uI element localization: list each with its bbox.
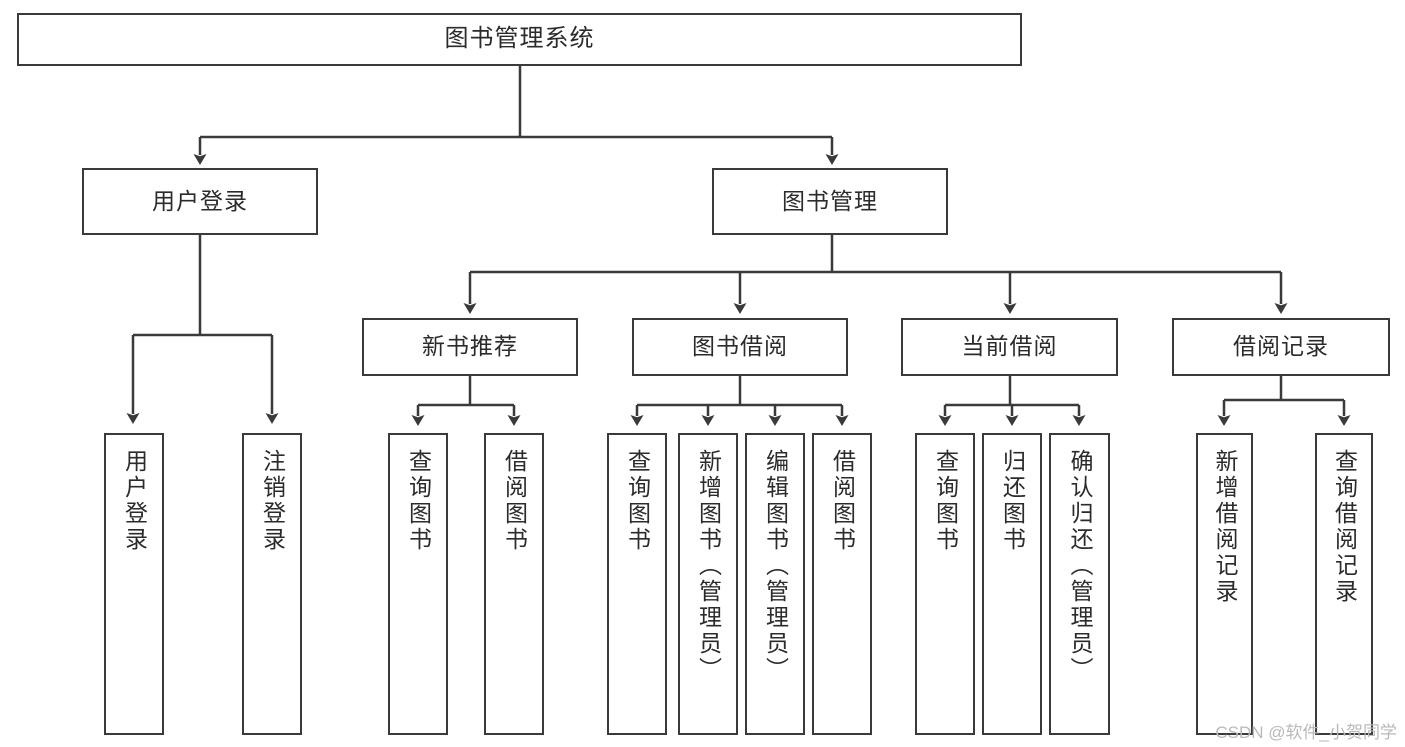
leaf-borrow-borrow-book[interactable]: 借阅图书 (812, 433, 872, 735)
leaf-current-return-book[interactable]: 归还图书 (982, 433, 1042, 735)
node-label: 查询图书 (932, 449, 959, 553)
leaf-user-login[interactable]: 用户登录 (104, 433, 164, 735)
node-label: 编辑图书（管理员） (762, 449, 789, 683)
node-label: 确认归还（管理员） (1067, 449, 1093, 683)
node-label: 查询借阅记录 (1331, 449, 1358, 605)
leaf-record-query-borrow-record[interactable]: 查询借阅记录 (1315, 433, 1373, 735)
node-label: 归还图书 (999, 449, 1026, 553)
node-label: 图书借阅 (692, 333, 788, 360)
node-label: 图书管理 (782, 187, 878, 214)
node-label: 新增图书（管理员） (695, 449, 722, 683)
node-new-book-recommend[interactable]: 新书推荐 (362, 318, 578, 376)
watermark: CSDN @软件_小贺同学 (1215, 723, 1397, 742)
leaf-current-query-book[interactable]: 查询图书 (915, 433, 975, 735)
node-label: 图书管理系统 (444, 25, 595, 53)
node-label: 查询图书 (624, 449, 651, 553)
leaf-borrow-query-book[interactable]: 查询图书 (607, 433, 667, 735)
node-borrow-record[interactable]: 借阅记录 (1172, 318, 1390, 376)
node-user-login[interactable]: 用户登录 (82, 168, 318, 235)
node-label: 当前借阅 (961, 333, 1058, 360)
node-current-borrow[interactable]: 当前借阅 (901, 318, 1118, 376)
node-label: 借阅图书 (829, 449, 856, 553)
node-label: 借阅记录 (1233, 333, 1329, 360)
node-label: 用户登录 (152, 187, 248, 214)
node-label: 借阅图书 (501, 449, 528, 553)
node-book-management[interactable]: 图书管理 (712, 168, 948, 235)
leaf-borrow-add-book-admin[interactable]: 新增图书（管理员） (678, 433, 738, 735)
node-label: 新书推荐 (422, 333, 518, 360)
node-label: 用户登录 (121, 449, 148, 553)
leaf-current-confirm-return-admin[interactable]: 确认归还（管理员） (1049, 433, 1110, 735)
leaf-recommend-query-book[interactable]: 查询图书 (388, 433, 448, 735)
node-label: 注销登录 (259, 449, 286, 553)
node-label: 新增借阅记录 (1212, 449, 1238, 605)
node-root-book-management-system[interactable]: 图书管理系统 (17, 13, 1022, 66)
leaf-record-add-borrow-record[interactable]: 新增借阅记录 (1196, 433, 1253, 735)
leaf-borrow-edit-book-admin[interactable]: 编辑图书（管理员） (745, 433, 805, 735)
leaf-logout-login[interactable]: 注销登录 (242, 433, 302, 735)
node-label: 查询图书 (405, 449, 432, 553)
node-book-borrow[interactable]: 图书借阅 (632, 318, 848, 376)
leaf-recommend-borrow-book[interactable]: 借阅图书 (484, 433, 544, 735)
